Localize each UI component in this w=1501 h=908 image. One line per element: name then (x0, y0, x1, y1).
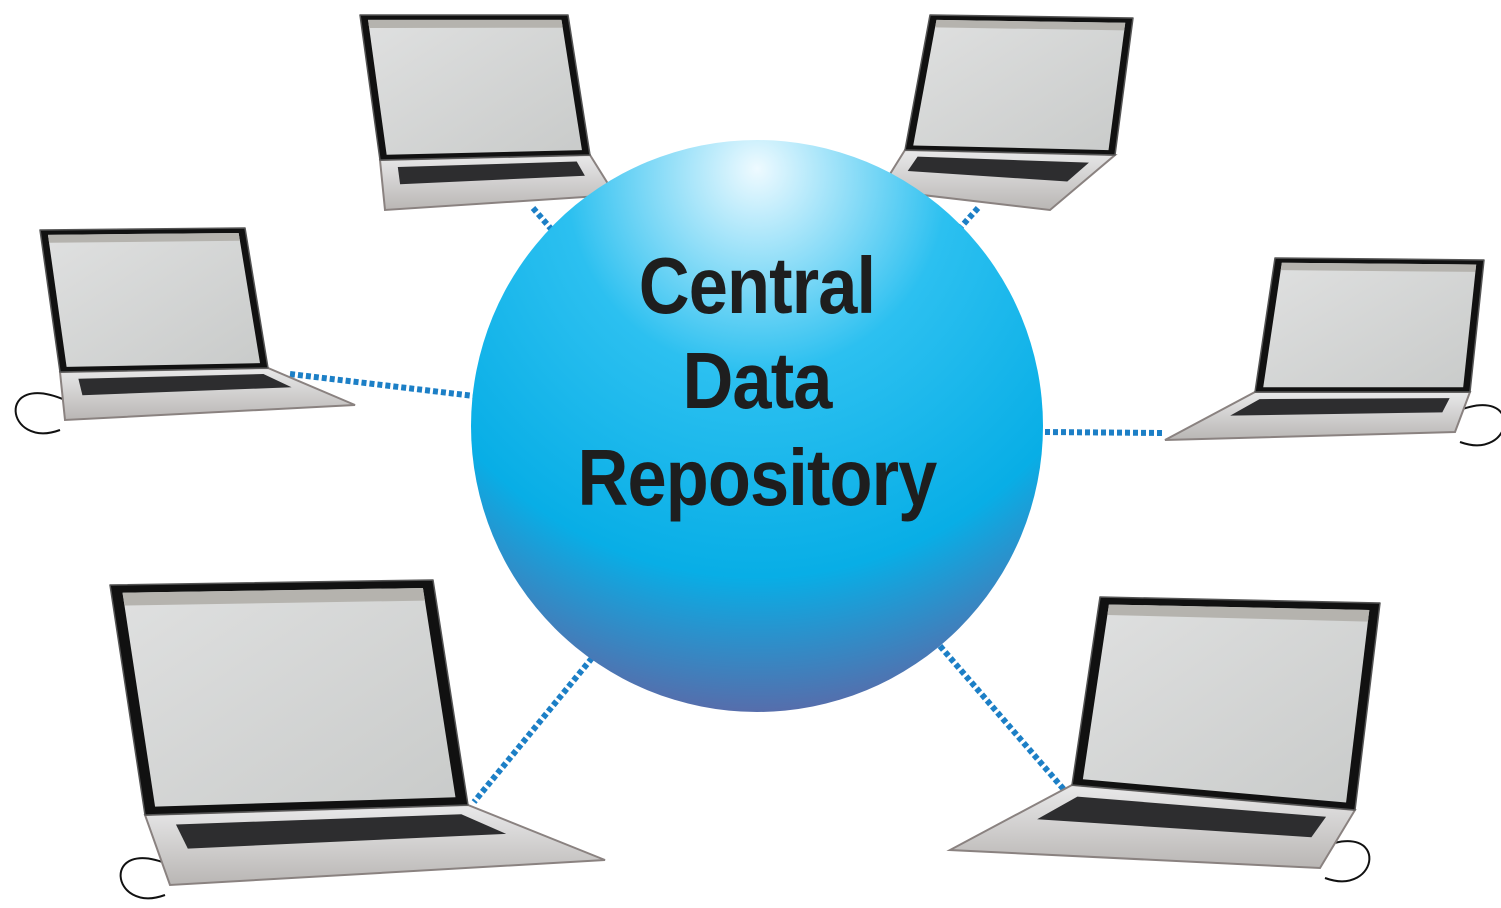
title-line-2: Data (682, 336, 832, 425)
connector-line (471, 656, 595, 804)
connector-line (289, 371, 475, 399)
connector-line (530, 206, 555, 232)
connectors (289, 205, 1163, 804)
title-line-1: Central (638, 241, 876, 330)
title-line-3: Repository (577, 433, 938, 522)
screen (1263, 262, 1477, 388)
browser-toolbar (935, 19, 1126, 31)
browser-toolbar (1280, 262, 1477, 272)
keyboard (175, 814, 507, 849)
laptop-middle-left (14, 227, 356, 435)
screen (913, 19, 1126, 151)
cable (119, 857, 171, 900)
screen (368, 19, 582, 155)
cable (1319, 840, 1371, 883)
laptop-bottom-left (109, 579, 606, 900)
screen (47, 232, 261, 367)
browser-toolbar (47, 232, 240, 243)
screen (122, 588, 456, 807)
central-repository-sphere (471, 140, 1043, 712)
keyboard (1230, 398, 1450, 416)
browser-toolbar (122, 588, 425, 606)
cable (14, 392, 66, 435)
keyboard (907, 156, 1089, 182)
laptop-bottom-right (946, 596, 1381, 883)
laptops (14, 14, 1501, 900)
laptop-middle-right (1164, 257, 1501, 447)
keyboard (78, 374, 292, 396)
screen (1082, 604, 1370, 803)
connector-line (1044, 429, 1163, 436)
laptop-top-right (878, 14, 1134, 212)
cable (1454, 404, 1501, 447)
connector-line (937, 644, 1069, 794)
browser-toolbar (368, 19, 563, 28)
connector-line (957, 205, 981, 231)
keyboard (397, 161, 585, 185)
laptop-top-left (359, 14, 617, 212)
keyboard (1037, 796, 1327, 838)
browser-toolbar (1107, 604, 1370, 622)
